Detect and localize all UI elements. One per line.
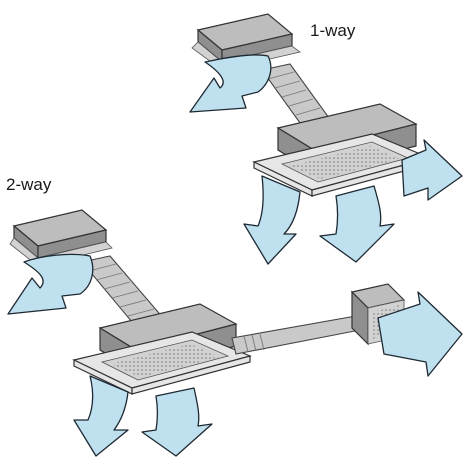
- airflow-arrow-icon: [377, 291, 463, 377]
- airflow-arrow-icon: [189, 54, 272, 113]
- airflow-arrow-icon: [141, 387, 213, 457]
- airflow-arrow-icon: [7, 253, 94, 315]
- one-way-system: 1-way: [189, 13, 463, 265]
- cassette-unit-top: [252, 103, 432, 197]
- airflow-arrow-icon: [401, 139, 463, 201]
- two-way-system: 2-way: [6, 175, 463, 457]
- label-1-way: 1-way: [310, 21, 356, 40]
- label-2-way: 2-way: [6, 175, 52, 194]
- airflow-arrow-icon: [319, 185, 395, 263]
- airflow-arrow-icon: [73, 375, 129, 457]
- straight-duct: [231, 315, 361, 355]
- cassette-unit-bottom: [72, 303, 252, 395]
- airflow-arrow-icon: [243, 175, 301, 265]
